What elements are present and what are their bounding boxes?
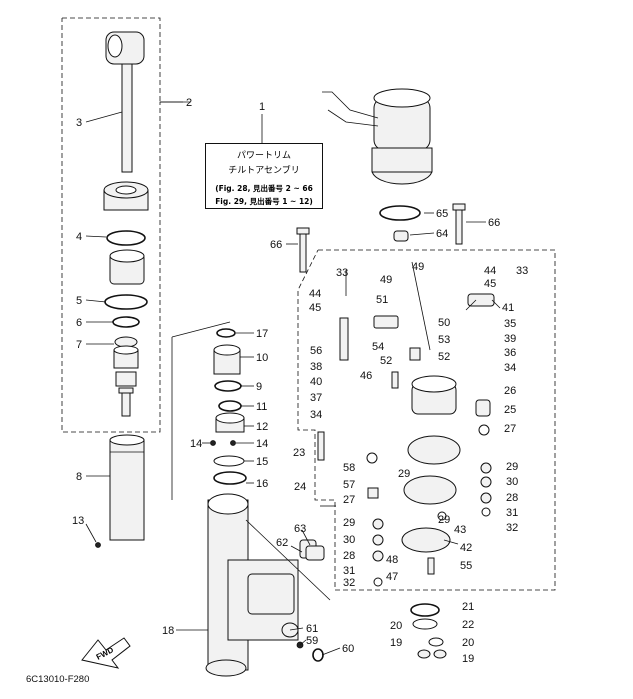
callout: 16: [256, 478, 268, 490]
callout: 35: [504, 318, 516, 330]
ref-line-1: パワートリム: [236, 151, 291, 161]
callout: 25: [504, 404, 516, 416]
callout: 34: [310, 409, 322, 421]
callout: 27: [343, 494, 355, 506]
callout: 8: [76, 471, 82, 483]
callout: 6: [76, 317, 82, 329]
callout: 11: [256, 401, 267, 413]
callout: 17: [256, 328, 268, 340]
callout: 37: [310, 392, 322, 404]
callout: 19: [390, 637, 402, 649]
callout: 63: [294, 523, 306, 535]
callout: 29: [506, 461, 518, 473]
ref-line-4: Fig. 29, 見出番号 1 ~ 12): [215, 197, 313, 206]
assembly-reference-box: パワートリム チルトアセンブリ (Fig. 28, 見出番号 2 ~ 66 Fi…: [205, 143, 323, 209]
callout: 66: [488, 217, 500, 229]
callout: 46: [360, 370, 372, 382]
callout: 20: [390, 620, 402, 632]
callout: 15: [256, 456, 268, 468]
callout: 36: [504, 347, 516, 359]
callout: 45: [309, 302, 321, 314]
callout: 29: [343, 517, 355, 529]
ref-line-3: (Fig. 28, 見出番号 2 ~ 66: [215, 184, 313, 193]
diagram-code: 6C13010-F280: [26, 674, 90, 685]
left-assembly: [85, 31, 183, 548]
callout: 4: [76, 231, 82, 243]
callout: 33: [336, 267, 348, 279]
callout: 20: [462, 637, 474, 649]
callout: 22: [462, 619, 474, 631]
callout: 60: [342, 643, 354, 655]
callout: 30: [343, 534, 355, 546]
callout: 7: [76, 339, 82, 351]
callout: 64: [436, 228, 448, 240]
callout: 65: [436, 208, 448, 220]
callout: 12: [256, 421, 268, 433]
callout: 54: [372, 341, 384, 353]
fwd-arrow-icon: FWD: [81, 637, 131, 669]
callout: 44: [309, 288, 321, 300]
callout: 43: [454, 524, 466, 536]
callout: 61: [306, 623, 318, 635]
callout: 42: [460, 542, 472, 554]
callout: 53: [438, 334, 450, 346]
callout: 33: [516, 265, 528, 277]
callout: 57: [343, 479, 355, 491]
callout: 32: [506, 522, 518, 534]
callout: 52: [380, 355, 392, 367]
center-stack: [171, 321, 254, 500]
callout: 26: [504, 385, 516, 397]
callout: 19: [462, 653, 474, 665]
callout: 38: [310, 361, 322, 373]
callout: 18: [162, 625, 174, 637]
callout: 5: [76, 295, 82, 307]
callout: 14: [190, 438, 202, 450]
callout: 1: [259, 101, 265, 113]
callout: 66: [270, 239, 282, 251]
callout: 28: [506, 492, 518, 504]
callout: 21: [462, 601, 474, 613]
callout: 44: [484, 265, 496, 277]
callout: 55: [460, 560, 472, 572]
callout: 10: [256, 352, 268, 364]
ref-line-2: チルトアセンブリ: [228, 166, 300, 176]
callout: 34: [504, 362, 516, 374]
callout: 13: [72, 515, 84, 527]
callout: 49: [380, 274, 392, 286]
callout: 45: [484, 278, 496, 290]
callout: 47: [386, 571, 398, 583]
callout: 2: [186, 97, 192, 109]
trim-motor: [286, 88, 486, 273]
callout: 56: [310, 345, 322, 357]
callout: 49: [412, 261, 424, 273]
callout: 59: [306, 635, 318, 647]
callout: 9: [256, 381, 262, 393]
callout: 14: [256, 438, 268, 450]
callout: 31: [343, 565, 355, 577]
callout: 27: [504, 423, 516, 435]
callout: 30: [506, 476, 518, 488]
callout: 52: [438, 351, 450, 363]
callout: 62: [276, 537, 288, 549]
callout: 41: [502, 302, 514, 314]
callout: 3: [76, 117, 82, 129]
callout: 29: [438, 514, 450, 526]
callout: 24: [294, 481, 306, 493]
callout: 48: [386, 554, 398, 566]
callout: 32: [343, 577, 355, 589]
callout: 40: [310, 376, 322, 388]
callout: 58: [343, 462, 355, 474]
callout: 31: [506, 507, 518, 519]
callout: 23: [293, 447, 305, 459]
callout-labels: 1 2 3 4 5 6 7 8 13 17 10 9 11 12 14 14 1…: [72, 97, 528, 665]
callout: 51: [376, 294, 388, 306]
callout: 50: [438, 317, 450, 329]
callout: 39: [504, 333, 516, 345]
main-housing: [176, 493, 341, 677]
callout: 29: [398, 468, 410, 480]
callout: 28: [343, 550, 355, 562]
valve-body: [317, 261, 501, 659]
